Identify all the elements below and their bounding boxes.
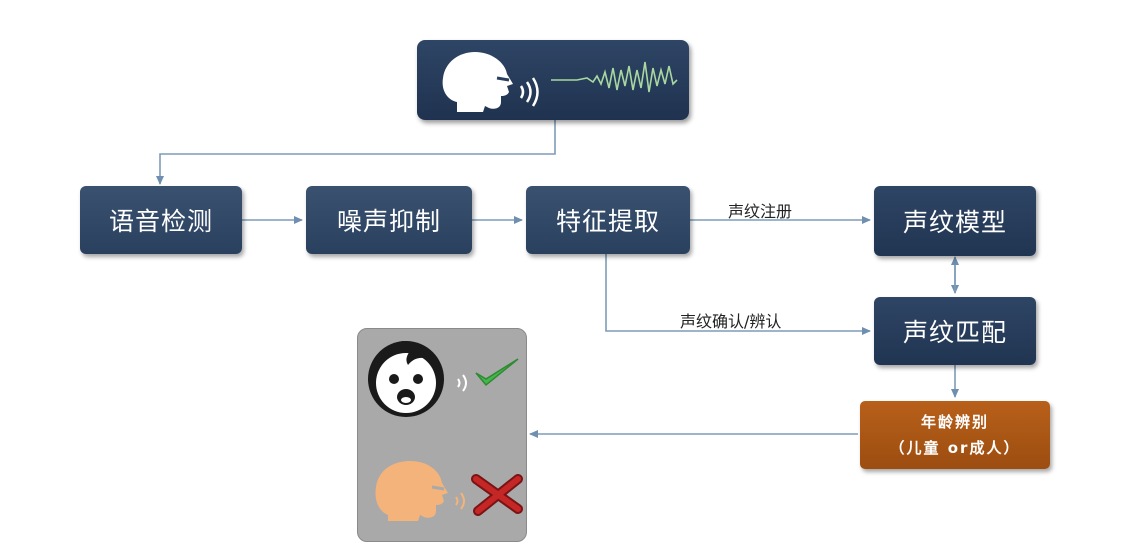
node-voiceprint-matching: 声纹匹配: [874, 297, 1036, 365]
speaker-head-icon: [442, 52, 513, 112]
node-age-classification-title: 年龄辨别: [920, 413, 989, 431]
sound-waves-icon: [519, 77, 539, 107]
edge-label-verify: 声纹确认/辨认: [680, 312, 782, 331]
node-noise-suppression-label: 噪声抑制: [336, 207, 441, 236]
waveform-icon: [551, 61, 678, 93]
node-speech-detection-label: 语音检测: [108, 207, 213, 236]
node-noise-suppression: 噪声抑制: [306, 186, 472, 254]
node-speech-detection: 语音检测: [80, 186, 242, 254]
edge-label-enroll: 声纹注册: [728, 202, 793, 221]
child-face-icon: [368, 341, 444, 417]
result-panel: [357, 328, 527, 542]
adult-head-icon: [375, 461, 448, 521]
speech-input-box: [417, 40, 689, 120]
child-sound-waves-icon: [457, 374, 467, 392]
speaker-illustration: [442, 52, 678, 112]
node-feature-extraction: 特征提取: [526, 186, 690, 254]
node-voiceprint-matching-label: 声纹匹配: [902, 318, 1007, 347]
node-age-classification-subtitle: （儿童 or成人）: [889, 439, 1021, 457]
checkmark-icon: [475, 358, 519, 387]
node-voiceprint-model: 声纹模型: [874, 186, 1036, 256]
edge-input-to-detection: [156, 120, 556, 185]
adult-sound-waves-icon: [455, 492, 465, 510]
cross-icon: [471, 474, 523, 516]
node-feature-extraction-label: 特征提取: [555, 207, 660, 236]
node-age-classification: 年龄辨别 （儿童 or成人）: [860, 401, 1050, 469]
edge-feature-to-matching: [605, 254, 871, 335]
node-voiceprint-model-label: 声纹模型: [902, 208, 1007, 237]
result-illustration: [368, 341, 523, 521]
